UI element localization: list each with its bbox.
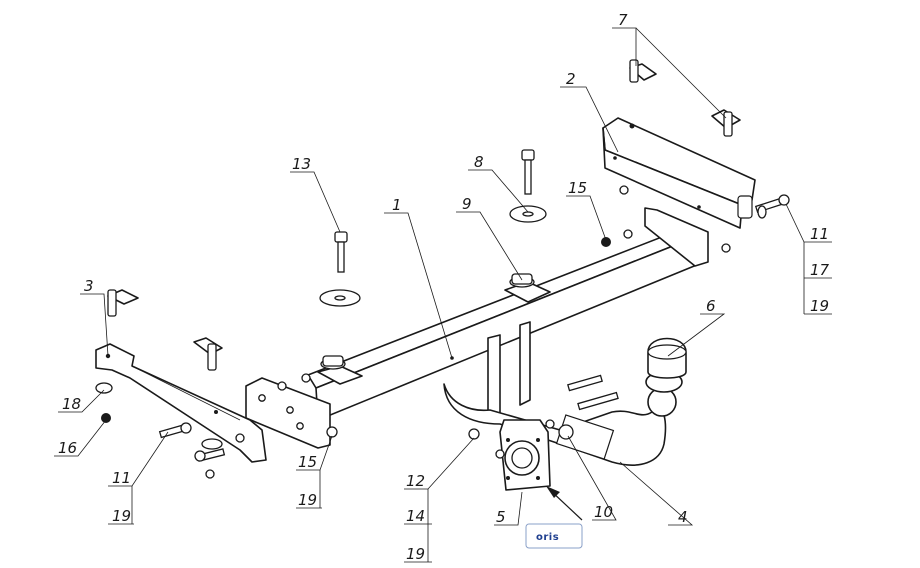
callout-2: 2 — [566, 70, 576, 88]
leader-lines — [54, 27, 832, 563]
socket-plate — [499, 419, 551, 491]
callout-18: 18 — [62, 395, 81, 413]
support-pad-right — [504, 273, 551, 303]
bolt-11-left — [158, 422, 192, 439]
bolt-19-left-bottom — [194, 438, 226, 479]
main-crossbar — [245, 207, 709, 449]
clamp-plate-left-top — [107, 289, 139, 317]
callout-17: 17 — [810, 261, 830, 279]
callout-9: 9 — [462, 195, 472, 213]
nut-15-left — [277, 373, 338, 438]
callout-3: 3 — [84, 277, 94, 295]
callout-19-right: 19 — [810, 297, 829, 315]
clamp-plate-left-mid — [193, 337, 223, 371]
bolt-8 — [509, 149, 547, 223]
callout-11-left: 11 — [112, 469, 131, 487]
oris-logo: oris — [525, 523, 583, 549]
bolt-11-right — [754, 194, 790, 219]
washer-18 — [95, 382, 113, 394]
callout-10: 10 — [594, 503, 613, 521]
callout-1: 1 — [392, 196, 402, 214]
tow-ball-arm — [443, 383, 667, 466]
callout-19-left-b: 19 — [112, 507, 131, 525]
bolt-13 — [319, 231, 361, 307]
svg-text:oris: oris — [536, 532, 559, 543]
callout-14: 14 — [406, 507, 425, 525]
nut-12 — [468, 428, 505, 459]
right-side-bracket — [602, 117, 756, 229]
callout-15-left: 15 — [298, 453, 317, 471]
callout-13: 13 — [292, 155, 311, 173]
callout-11-right: 11 — [810, 225, 829, 243]
clamp-plate-right — [711, 109, 741, 137]
callout-5: 5 — [496, 508, 506, 526]
clamp-plate-top — [629, 59, 657, 83]
callout-12: 12 — [406, 472, 425, 490]
support-pad-left — [317, 355, 363, 385]
callout-7: 7 — [618, 11, 628, 29]
left-side-bracket — [95, 343, 267, 463]
callout-4: 4 — [678, 508, 688, 526]
nut-15-right — [601, 185, 731, 253]
tow-ball-with-cap — [645, 337, 687, 417]
callout-labels: 1 2 3 4 5 6 7 8 9 10 11 11 12 13 14 15 1… — [58, 11, 830, 563]
nut-16 — [101, 413, 111, 423]
callout-15-right: 15 — [568, 179, 587, 197]
callout-8: 8 — [474, 153, 484, 171]
callout-6: 6 — [706, 297, 716, 315]
callout-19-bottom: 19 — [406, 545, 425, 563]
callout-19-left-a: 19 — [298, 491, 317, 509]
socket-arrow — [546, 486, 583, 521]
hitch-bolts — [545, 374, 619, 440]
callout-16: 16 — [58, 439, 77, 457]
